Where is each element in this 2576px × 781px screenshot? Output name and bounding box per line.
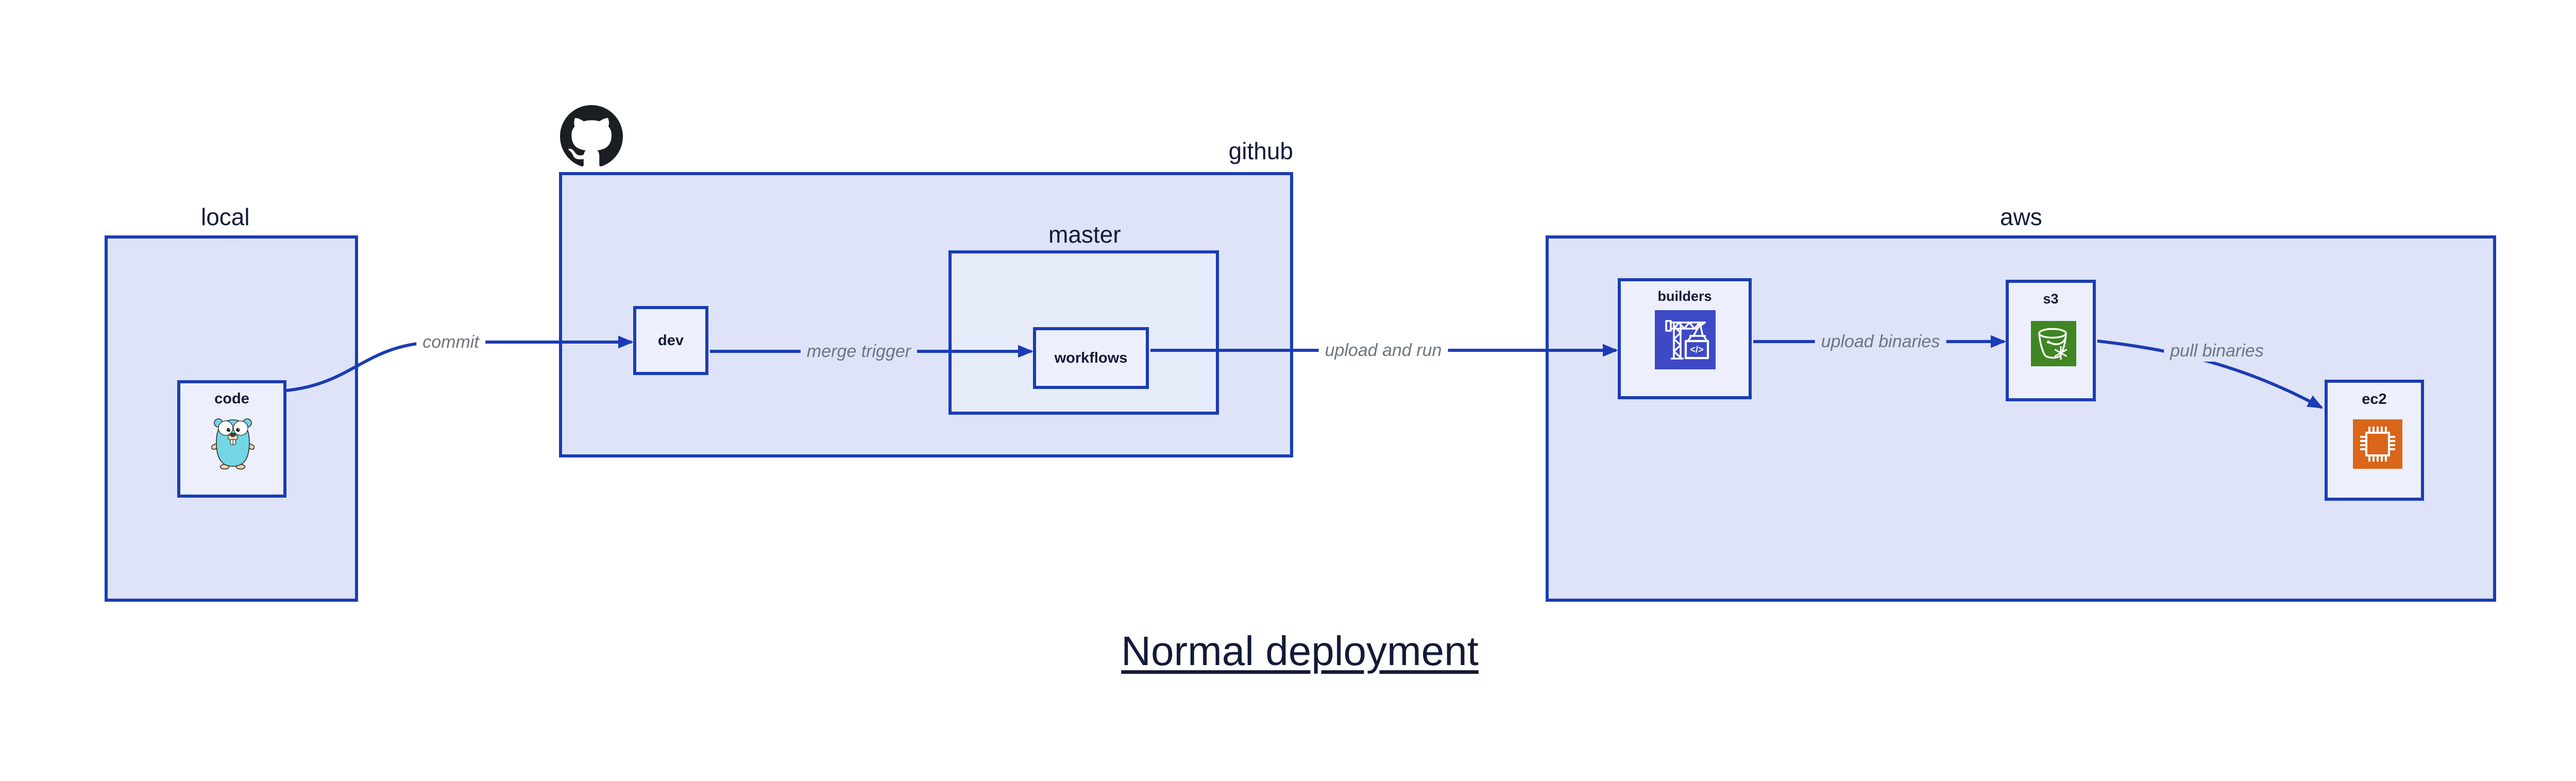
s3-node-box: s3 <box>2006 280 2096 401</box>
local-group-label: local <box>201 203 250 230</box>
upload-and-run-edge-label: upload and run <box>1318 339 1448 361</box>
s3-node-label: s3 <box>2043 291 2059 307</box>
codebuild-icon-glyph: </> <box>1690 344 1703 354</box>
commit-edge-label: commit <box>416 331 485 353</box>
workflows-node-label: workflows <box>1054 349 1128 366</box>
pull-binaries-edge-label: pull binaries <box>2164 340 2270 362</box>
s3-glacier-bucket-icon <box>2031 321 2076 366</box>
ec2-chip-icon <box>2353 419 2402 469</box>
github-octocat-icon <box>560 105 623 168</box>
codebuild-crane-icon: </> <box>1655 310 1716 369</box>
builders-node-box: builders </> <box>1618 278 1752 399</box>
diagram-title: Normal deployment <box>1121 628 1479 674</box>
ec2-node-box: ec2 <box>2325 380 2424 501</box>
dev-node-box: dev <box>633 306 708 375</box>
code-node-box: code <box>177 380 286 498</box>
upload-binaries-edge-label: upload binaries <box>1815 331 1946 352</box>
merge-trigger-edge-label: merge trigger <box>800 341 918 362</box>
code-node-label: code <box>214 390 249 407</box>
master-group-label: master <box>1048 221 1121 248</box>
workflows-node-box: workflows <box>1033 327 1149 389</box>
aws-group-label: aws <box>2000 203 2042 230</box>
github-group-label: github <box>1228 138 1293 164</box>
ec2-node-label: ec2 <box>2362 391 2387 408</box>
dev-node-label: dev <box>658 332 684 349</box>
builders-node-label: builders <box>1657 288 1712 304</box>
go-gopher-icon <box>211 416 255 470</box>
